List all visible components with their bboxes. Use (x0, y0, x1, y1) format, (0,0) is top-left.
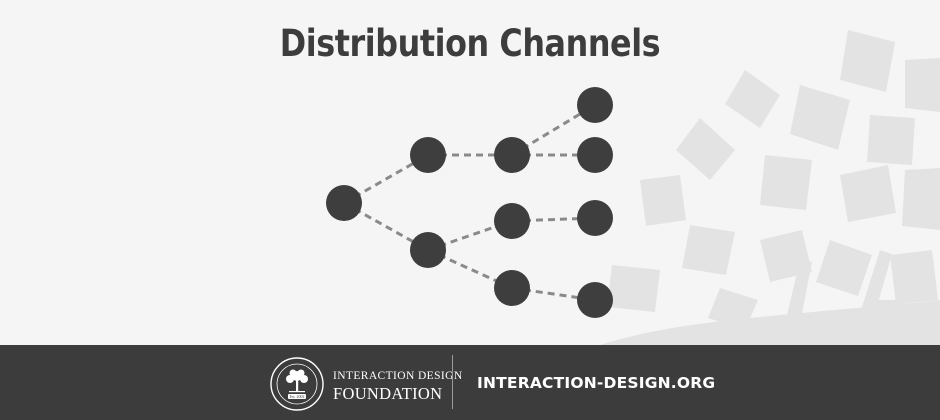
node-bottom-mid-1 (494, 203, 530, 239)
node-leaf-3 (577, 200, 613, 236)
foundation-brand[interactable]: INTERACTION DESIGN FOUNDATION (333, 370, 463, 403)
distribution-channel-diagram (326, 87, 613, 318)
brand-name-line-1: INTERACTION DESIGN (333, 370, 463, 382)
node-bottom-branch (410, 232, 446, 268)
website-link[interactable]: INTERACTION-DESIGN.ORG (477, 374, 716, 392)
node-top-branch (410, 137, 446, 173)
background-tree-illustration (600, 30, 940, 345)
node-top-mid (494, 137, 530, 173)
brand-name-line-2: FOUNDATION (333, 383, 443, 403)
seal-text: Est. 2002 (289, 394, 304, 399)
node-bottom-mid-2 (494, 270, 530, 306)
page-title: Distribution Channels (279, 22, 661, 65)
footer-divider (452, 355, 453, 409)
node-leaf-2 (577, 137, 613, 173)
node-root (326, 185, 362, 221)
node-leaf-4 (577, 282, 613, 318)
content-area: Distribution Channels (279, 22, 940, 345)
footer-bar (0, 345, 940, 420)
foundation-seal-logo[interactable]: Est. 2002 (269, 356, 325, 412)
node-leaf-1 (577, 87, 613, 123)
